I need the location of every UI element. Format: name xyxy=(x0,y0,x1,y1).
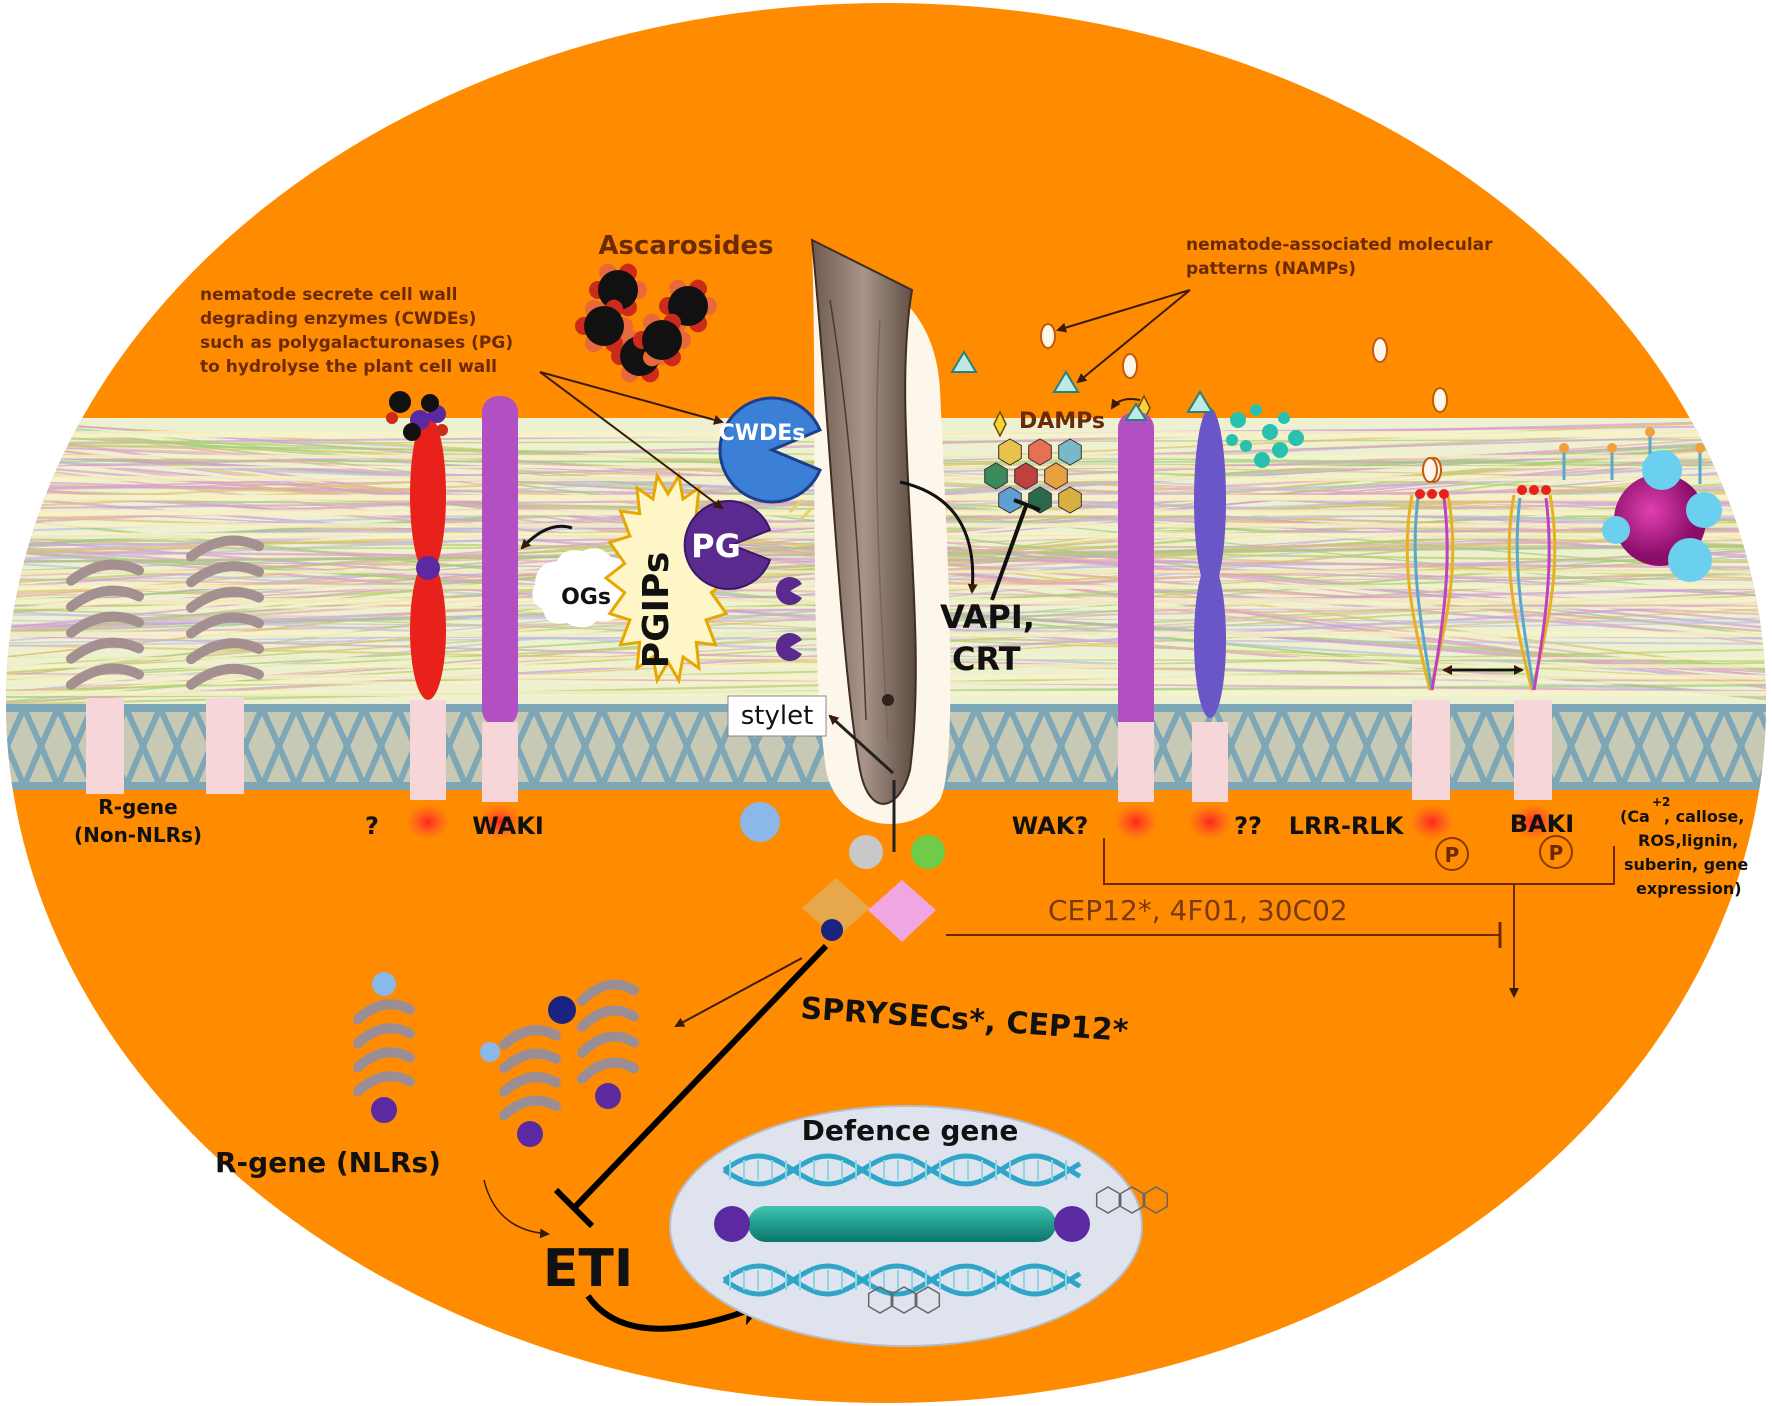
ascarosides-cluster xyxy=(575,263,717,383)
phospho-mark-2: P xyxy=(1549,841,1564,865)
eti-label: ETI xyxy=(543,1239,633,1299)
nlr-coil-3 xyxy=(577,979,639,1084)
ogs-label: OGs xyxy=(561,585,611,610)
cwde-note-line-2: degrading enzymes (CWDEs) xyxy=(200,309,476,329)
stylet-label: stylet xyxy=(741,701,814,731)
wak-q-label: WAK? xyxy=(1012,812,1089,840)
namps-note: nematode-associated molecular patterns (… xyxy=(1056,235,1493,384)
nucleus: Defence gene xyxy=(669,1105,1169,1347)
damps-hexagons xyxy=(984,438,1082,514)
r-gene-nlr-label: R-gene (NLRs) xyxy=(215,1146,441,1179)
cwdes-label: CWDEs xyxy=(719,421,806,446)
nlr-receptors: R-gene (NLRs) xyxy=(215,972,639,1239)
nlr-coil-2 xyxy=(499,1025,561,1121)
waki-label: WAKI xyxy=(472,812,544,840)
teal-particles xyxy=(1226,404,1304,468)
nlr-coil-1 xyxy=(353,999,415,1097)
response-superscript: +2 xyxy=(1652,795,1670,809)
response-line-1: (Ca xyxy=(1620,807,1650,826)
coil-receptor-2 xyxy=(186,535,264,690)
ros-molecule xyxy=(1602,427,1722,582)
damps-cluster: DAMPs xyxy=(984,394,1151,514)
effector-molecules xyxy=(740,802,945,942)
pg-enzyme: PG xyxy=(683,498,814,661)
baki-label: BAKI xyxy=(1510,810,1574,838)
chemical-structure xyxy=(867,1186,1169,1314)
namps-line-1: nematode-associated molecular xyxy=(1186,235,1493,255)
response-line-4: suberin, gene xyxy=(1624,855,1748,874)
vapi-crt: VAPI, CRT xyxy=(899,480,1041,678)
dna-strand-top xyxy=(722,1153,1082,1187)
r-gene-non-nlr-label-2: (Non-NLRs) xyxy=(74,823,202,847)
lrr-rlk-baki-receptors xyxy=(1405,443,1569,840)
cwde-note-line-1: nematode secrete cell wall xyxy=(200,285,457,305)
cwdes-enzyme: CWDEs xyxy=(718,396,822,504)
namps-line-2: patterns (NAMPs) xyxy=(1186,259,1356,279)
defence-response-note: (Ca +2 , callose, ROS,lignin, suberin, g… xyxy=(1620,795,1748,898)
stylet-callout: stylet xyxy=(727,695,896,852)
dna-strand-bottom xyxy=(722,1263,1082,1297)
response-line-3: ROS,lignin, xyxy=(1638,831,1738,850)
waki-receptor xyxy=(478,396,522,840)
eti-arrow xyxy=(585,1294,764,1332)
cwde-note: nematode secrete cell wall degrading enz… xyxy=(200,285,724,510)
r-gene-non-nlr-receptors xyxy=(66,535,264,794)
coil-receptor-1 xyxy=(66,559,144,690)
defence-gene-label: Defence gene xyxy=(802,1114,1019,1147)
ogs-fragment: OGs xyxy=(520,524,633,628)
unknown-receptor xyxy=(386,391,450,840)
signalling-bracket: CEP12*, 4F01, 30C02 xyxy=(946,838,1615,998)
nematode-stylet xyxy=(810,238,951,824)
pgips-label: PGIPs xyxy=(636,552,677,669)
response-line-2: , callose, xyxy=(1664,807,1744,826)
lrr-rlk-label: LRR-RLK xyxy=(1289,812,1405,840)
damps-label: DAMPs xyxy=(1019,409,1105,434)
cwde-note-line-3: such as polygalacturonases (PG) xyxy=(200,333,513,353)
phospho-mark-1: P xyxy=(1445,843,1460,867)
r-gene-non-nlr-label-1: R-gene xyxy=(98,795,177,819)
response-line-5: expression) xyxy=(1636,879,1742,898)
question-label: ? xyxy=(365,812,379,840)
cwde-note-line-4: to hydrolyse the plant cell wall xyxy=(200,357,497,377)
double-q-receptor xyxy=(1186,390,1304,840)
ascarosides-label: Ascarosides xyxy=(598,231,773,261)
effectors-inhibition-label: CEP12*, 4F01, 30C02 xyxy=(1048,894,1348,927)
double-q-label: ?? xyxy=(1234,812,1262,840)
pg-label: PG xyxy=(691,527,741,565)
crt-label: CRT xyxy=(952,640,1021,678)
vapi-label: VAPI, xyxy=(940,598,1035,636)
receptor-labels: R-gene (Non-NLRs) ? WAKI WAK? ?? LRR-RLK… xyxy=(74,795,1574,871)
wak-q-receptor xyxy=(1114,402,1158,840)
